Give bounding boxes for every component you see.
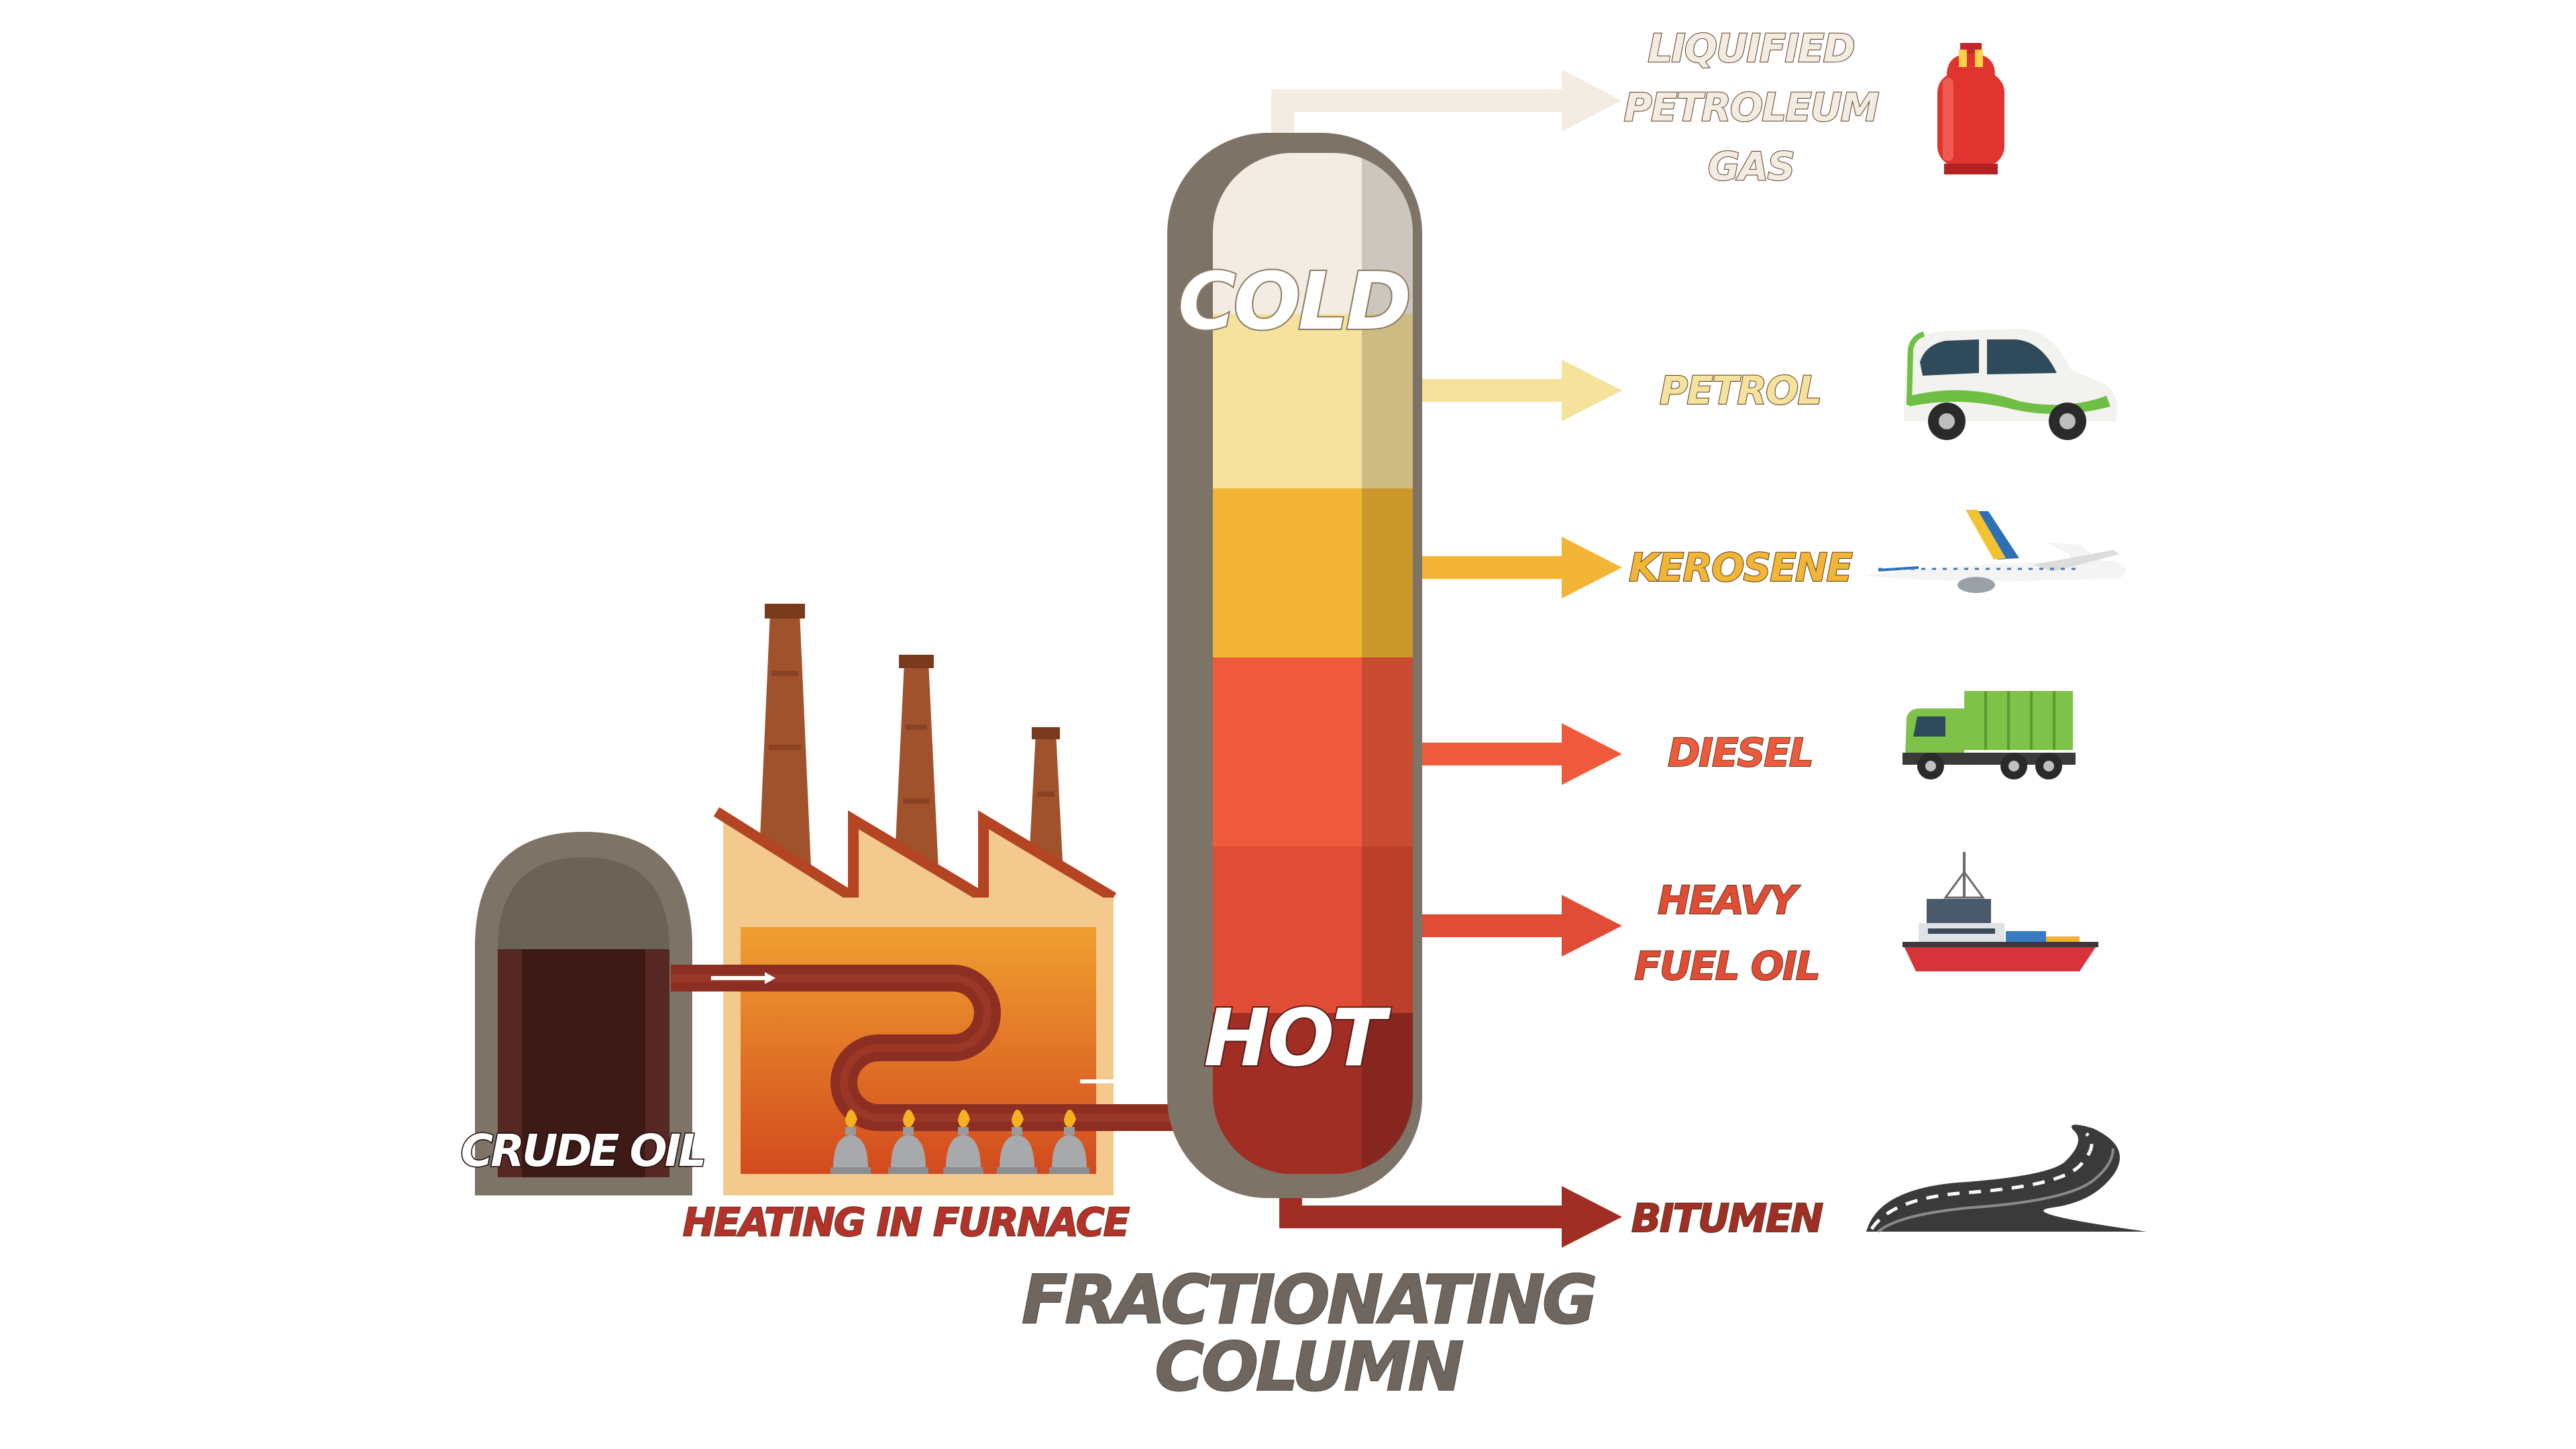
fraction-label: PETROLEUM <box>1623 85 1878 130</box>
fraction-label: DIESEL <box>1668 730 1813 775</box>
fraction-label: GAS <box>1708 144 1794 189</box>
car-icon <box>1904 329 2118 440</box>
road-icon <box>1866 1124 2147 1233</box>
column-band <box>1213 1013 1413 1174</box>
airplane-icon <box>1864 510 2126 593</box>
crude-oil-tank: CRUDE OIL <box>460 832 708 1195</box>
burner-icons <box>830 1110 1089 1174</box>
crude-oil-label: CRUDE OIL <box>461 1125 704 1177</box>
fraction-arrow-head <box>1562 537 1622 598</box>
flow-arrow-icons <box>711 972 1142 1087</box>
fraction-label: KEROSENE <box>1629 545 1852 590</box>
fraction-arrow-head <box>1562 1186 1622 1248</box>
column-band-shade <box>1362 488 1413 657</box>
hot-label: HOT <box>1203 991 1391 1084</box>
fraction-labels: LIQUIFIED PETROLEUM GAS PETROL KEROSENE DIESE… <box>1623 25 1880 1242</box>
fraction-label: PETROL <box>1660 368 1821 413</box>
ship-icon <box>1902 852 2098 971</box>
fraction-arrow-head <box>1562 70 1622 131</box>
furnace-factory: HEATING IN FURNACE <box>671 604 1221 1246</box>
fraction-arrow-head <box>1562 360 1622 421</box>
fractionating-column: COLD HOT FRACTIONATING COLUMN <box>1021 133 1598 1407</box>
fraction-arrow-head <box>1562 895 1622 957</box>
fraction-arrow-head <box>1562 723 1622 785</box>
column-title-line2: COLUMN <box>1155 1328 1462 1406</box>
heating-label: HEATING IN FURNACE <box>683 1199 1130 1245</box>
column-band <box>1213 488 1413 657</box>
fraction-label: LIQUIFIED <box>1648 25 1854 71</box>
column-band-shade <box>1362 314 1413 488</box>
cold-label: COLD <box>1178 255 1409 347</box>
gas-cylinder-icon <box>1937 43 2004 174</box>
column-band <box>1213 153 1413 314</box>
column-band-shade <box>1362 657 1413 847</box>
fraction-label: HEAVY <box>1658 877 1801 923</box>
fraction-label: BITUMEN <box>1631 1195 1823 1241</box>
column-band <box>1213 657 1413 847</box>
column-bands <box>1213 153 1413 1174</box>
fraction-label: FUEL OIL <box>1634 943 1819 989</box>
column-band <box>1213 314 1413 488</box>
column-band-shade <box>1362 847 1413 1013</box>
column-band <box>1213 847 1413 1013</box>
truck-icon <box>1902 691 2076 780</box>
column-title-line1: FRACTIONATING <box>1022 1260 1595 1339</box>
